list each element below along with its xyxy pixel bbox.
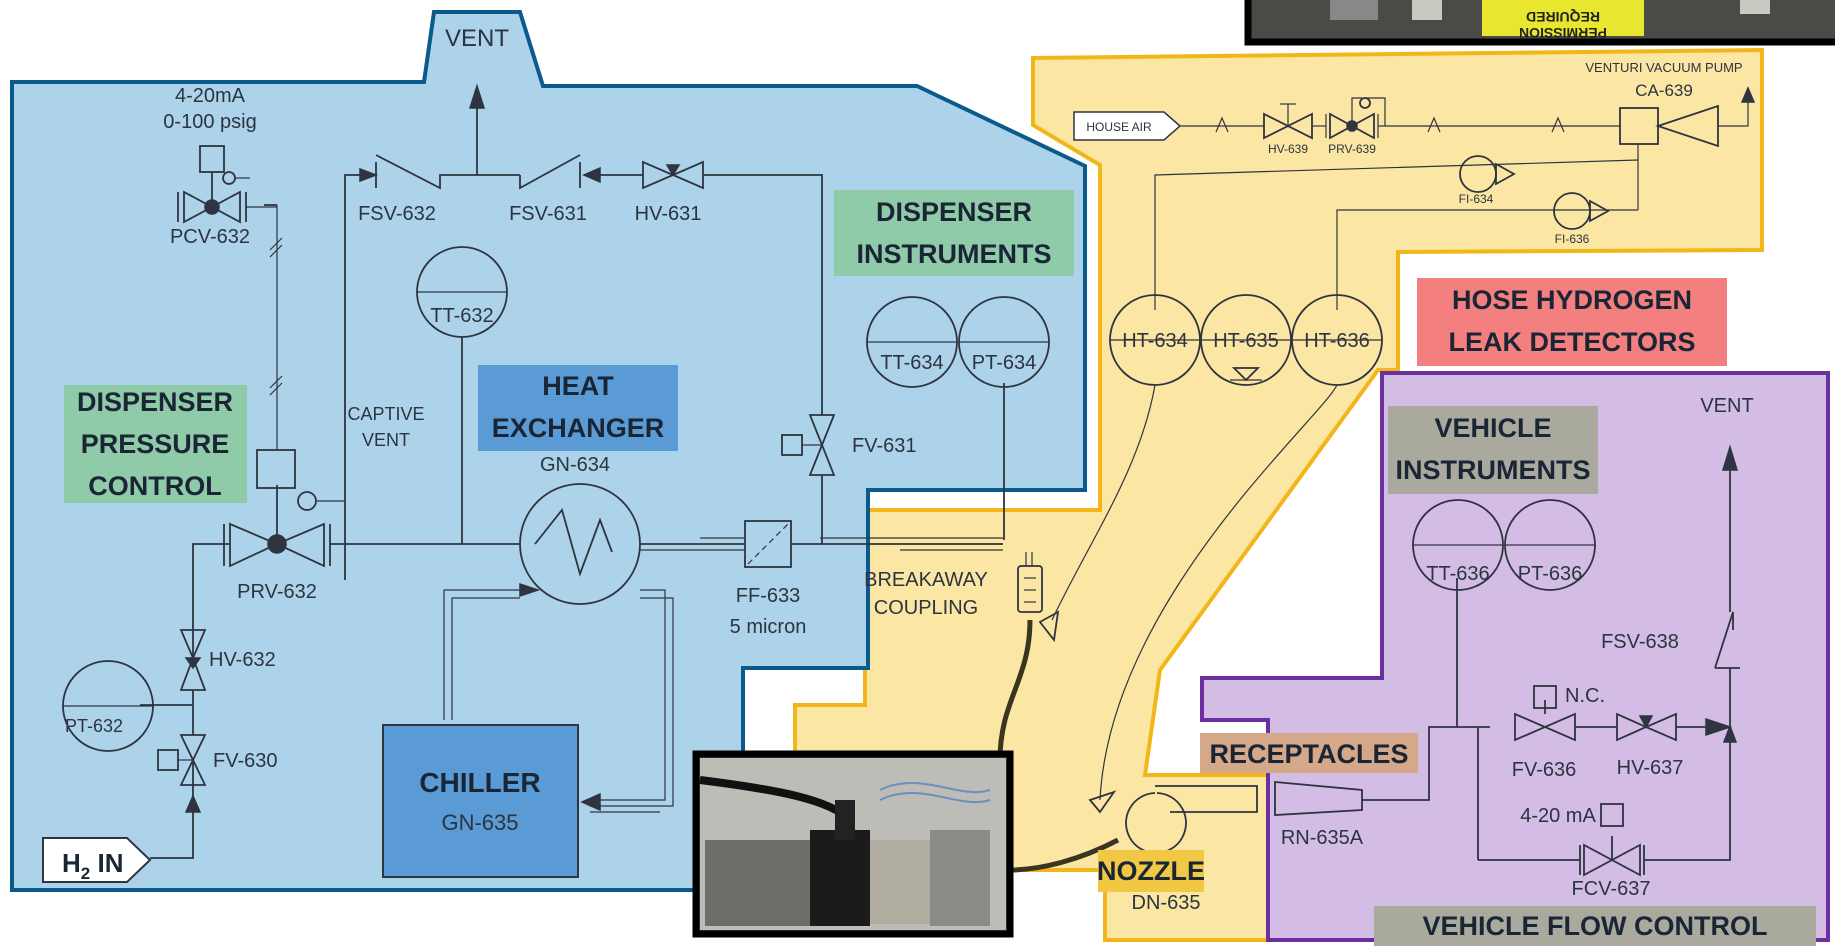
svg-text:NOZZLE: NOZZLE xyxy=(1097,856,1205,886)
vehicle-piping xyxy=(1274,444,1740,877)
hv-631-label: HV-631 xyxy=(635,203,702,225)
hose-zone xyxy=(793,47,1764,942)
breakaway-label-2: COUPLING xyxy=(874,597,978,619)
ht-634-label: HT-634 xyxy=(1122,330,1188,352)
nc-label: N.C. xyxy=(1565,685,1605,707)
svg-text:VEHICLE FLOW CONTROL: VEHICLE FLOW CONTROL xyxy=(1423,911,1768,941)
hose-leak-detectors-title: HOSE HYDROGEN LEAK DETECTORS xyxy=(1417,278,1727,366)
captive-vent-label-1: CAPTIVE xyxy=(347,404,424,424)
heat-exchanger-title: HEAT EXCHANGER xyxy=(478,365,678,451)
h2-inlet-tag: H2 IN xyxy=(42,837,152,883)
pcv-632-label: PCV-632 xyxy=(170,226,250,248)
captive-vent-label-2: VENT xyxy=(362,430,410,450)
hv-639-label: HV-639 xyxy=(1268,142,1308,156)
breakaway-label-1: BREAKAWAY xyxy=(864,569,988,591)
prv-632-label: PRV-632 xyxy=(237,581,317,603)
svg-text:VEHICLE: VEHICLE xyxy=(1434,413,1551,443)
svg-text:DISPENSER: DISPENSER xyxy=(77,387,233,417)
tt-634-label: TT-634 xyxy=(880,352,943,374)
gn-634-label: GN-634 xyxy=(540,454,610,476)
dispenser-pressure-control-title: DISPENSER PRESSURE CONTROL xyxy=(64,385,247,503)
h2-subscript: 2 xyxy=(81,864,90,883)
vehicle-zone xyxy=(1200,371,1830,942)
svg-text:RECEPTACLES: RECEPTACLES xyxy=(1209,739,1408,769)
svg-text:EXCHANGER: EXCHANGER xyxy=(492,413,665,443)
fv-630-label: FV-630 xyxy=(213,750,277,772)
fsv-631-label: FSV-631 xyxy=(509,203,587,225)
fi-636-label: FI-636 xyxy=(1555,232,1590,246)
fv-636-label: FV-636 xyxy=(1512,759,1576,781)
prv-639-label: PRV-639 xyxy=(1328,142,1376,156)
signal-range-label: 4-20mA xyxy=(175,85,246,107)
tt-636-label: TT-636 xyxy=(1426,563,1489,585)
signal-fcv-label: 4-20 mA xyxy=(1520,805,1596,827)
dispenser-instruments-title: DISPENSER INSTRUMENTS xyxy=(834,190,1074,276)
vent-top-label: VENT xyxy=(445,25,509,52)
sign-text-permission: PERMISSION xyxy=(1519,25,1607,41)
ht-636-label: HT-636 xyxy=(1304,330,1370,352)
fi-634-label: FI-634 xyxy=(1459,192,1494,206)
hv-632-label: HV-632 xyxy=(209,649,276,671)
fsv-632-label: FSV-632 xyxy=(358,203,436,225)
component-labels: VENT 4-20mA 0-100 psig PCV-632 PRV-632 H… xyxy=(65,25,1754,914)
receptacles-title: RECEPTACLES xyxy=(1200,733,1418,773)
nozzle-title: NOZZLE xyxy=(1097,850,1205,892)
svg-text:LEAK DETECTORS: LEAK DETECTORS xyxy=(1448,327,1695,357)
svg-text:CONTROL: CONTROL xyxy=(88,471,221,501)
svg-text:HEAT: HEAT xyxy=(542,371,614,401)
svg-text:INSTRUMENTS: INSTRUMENTS xyxy=(857,239,1052,269)
fsv-638-label: FSV-638 xyxy=(1601,631,1679,653)
dn-635-label: DN-635 xyxy=(1132,892,1201,914)
cabinet-photo: REQUIRED PERMISSION xyxy=(1244,0,1835,46)
coupling-photo xyxy=(692,750,1014,938)
svg-text:INSTRUMENTS: INSTRUMENTS xyxy=(1396,455,1591,485)
tt-632-label: TT-632 xyxy=(430,305,493,327)
vehicle-instruments-title: VEHICLE INSTRUMENTS xyxy=(1388,406,1598,494)
chiller-title: CHILLER xyxy=(419,767,540,798)
fcv-637-label: FCV-637 xyxy=(1572,878,1651,900)
h2-in-label: IN xyxy=(90,848,123,878)
hv-637-label: HV-637 xyxy=(1617,757,1684,779)
pt-634-label: PT-634 xyxy=(972,352,1036,374)
sign-text-required: REQUIRED xyxy=(1526,9,1600,25)
svg-text:PRESSURE: PRESSURE xyxy=(81,429,230,459)
rn-635a-label: RN-635A xyxy=(1281,827,1364,849)
pt-636-label: PT-636 xyxy=(1518,563,1582,585)
dispenser-piping xyxy=(140,83,1043,859)
vehicle-flow-control-title: VEHICLE FLOW CONTROL xyxy=(1374,906,1816,946)
ca-639-label: CA-639 xyxy=(1635,81,1693,100)
svg-text:DISPENSER: DISPENSER xyxy=(876,197,1032,227)
chiller-unit: CHILLER GN-635 xyxy=(382,724,579,878)
ff-633-label: FF-633 xyxy=(736,585,800,607)
h2-label: H xyxy=(62,848,81,878)
pt-632-label: PT-632 xyxy=(65,716,123,736)
venturi-label: VENTURI VACUUM PUMP xyxy=(1585,60,1742,75)
house-air-label: HOUSE AIR xyxy=(1086,120,1152,134)
vent-right-label: VENT xyxy=(1700,395,1753,417)
svg-text:HOSE HYDROGEN: HOSE HYDROGEN xyxy=(1452,285,1692,315)
svg-text:H2 IN: H2 IN xyxy=(62,848,123,883)
ht-635-label: HT-635 xyxy=(1213,330,1279,352)
chiller-tag: GN-635 xyxy=(441,810,518,835)
signal-psig-label: 0-100 psig xyxy=(163,111,256,133)
dispenser-instrument-circles xyxy=(62,246,1050,752)
ff-633-size-label: 5 micron xyxy=(730,616,807,638)
fv-631-label: FV-631 xyxy=(852,435,916,457)
